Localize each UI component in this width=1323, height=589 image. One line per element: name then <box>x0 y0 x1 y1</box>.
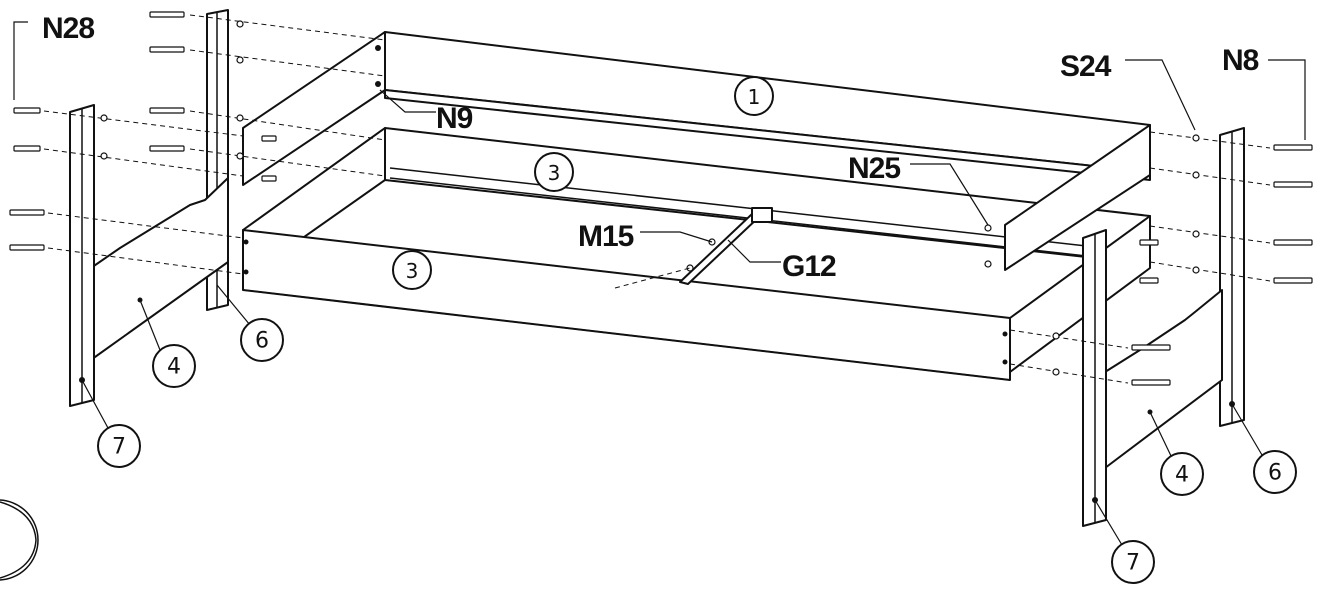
svg-text:1: 1 <box>748 85 761 109</box>
callout-part-4-right: 4 <box>1160 452 1204 496</box>
label-s24: S24 <box>1060 50 1112 83</box>
left-end-panel <box>87 177 229 363</box>
callout-part-4-left: 4 <box>152 344 196 388</box>
leader-lines <box>13 21 1306 546</box>
callout-part-1: 1 <box>734 76 774 116</box>
label-g12: G12 <box>782 250 836 283</box>
svg-text:3: 3 <box>548 161 561 185</box>
svg-text:3: 3 <box>406 259 419 283</box>
right-rear-post <box>1219 127 1245 427</box>
label-m15: M15 <box>578 220 634 253</box>
step-circle-arc <box>0 501 37 579</box>
left-front-post <box>69 104 95 407</box>
front-rail <box>242 127 1011 381</box>
svg-text:6: 6 <box>1268 461 1282 486</box>
label-n8: N8 <box>1222 44 1259 77</box>
svg-text:7: 7 <box>112 435 126 460</box>
label-n25: N25 <box>848 152 900 185</box>
callout-part-7-right: 7 <box>1111 540 1155 584</box>
center-support <box>614 207 773 289</box>
svg-text:4: 4 <box>167 355 181 380</box>
callout-part-3-inner: 3 <box>534 152 574 192</box>
label-n9: N9 <box>436 102 473 135</box>
step-circle-partial <box>0 499 39 581</box>
svg-text:4: 4 <box>1175 463 1189 488</box>
right-frame-side <box>1004 124 1151 373</box>
left-bolts <box>9 11 386 275</box>
callout-part-3-front: 3 <box>392 250 432 290</box>
svg-text:6: 6 <box>255 329 269 354</box>
right-bolts <box>984 131 1313 386</box>
svg-text:7: 7 <box>1126 551 1140 576</box>
callout-part-6-right: 6 <box>1253 450 1297 494</box>
callout-part-7-left: 7 <box>97 424 141 468</box>
callout-part-6-left: 6 <box>240 318 284 362</box>
label-n28: N28 <box>42 12 94 45</box>
